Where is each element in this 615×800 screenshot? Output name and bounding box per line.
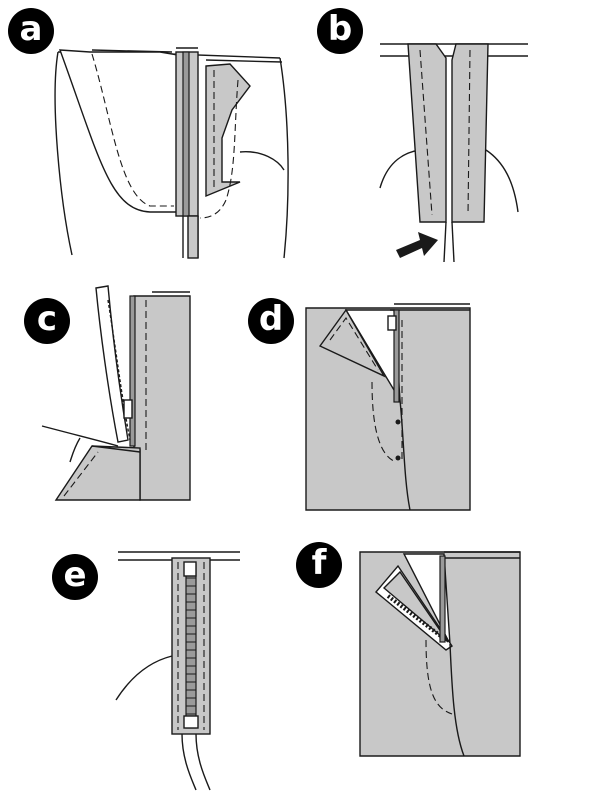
- panel-a-illustration: [54, 47, 289, 259]
- panel-c-illustration: [41, 285, 191, 501]
- step-d-badge: d: [248, 298, 294, 344]
- panel-e-illustration: [115, 551, 240, 791]
- panel-b-illustration: [379, 43, 528, 263]
- step-a-badge: a: [8, 8, 54, 54]
- panel-d-illustration: [305, 303, 471, 511]
- panel-f-illustration: [359, 551, 521, 757]
- step-f-badge: f: [296, 542, 342, 588]
- step-e-badge: e: [52, 554, 98, 600]
- step-b-badge: b: [317, 8, 363, 54]
- step-c-badge: c: [24, 298, 70, 344]
